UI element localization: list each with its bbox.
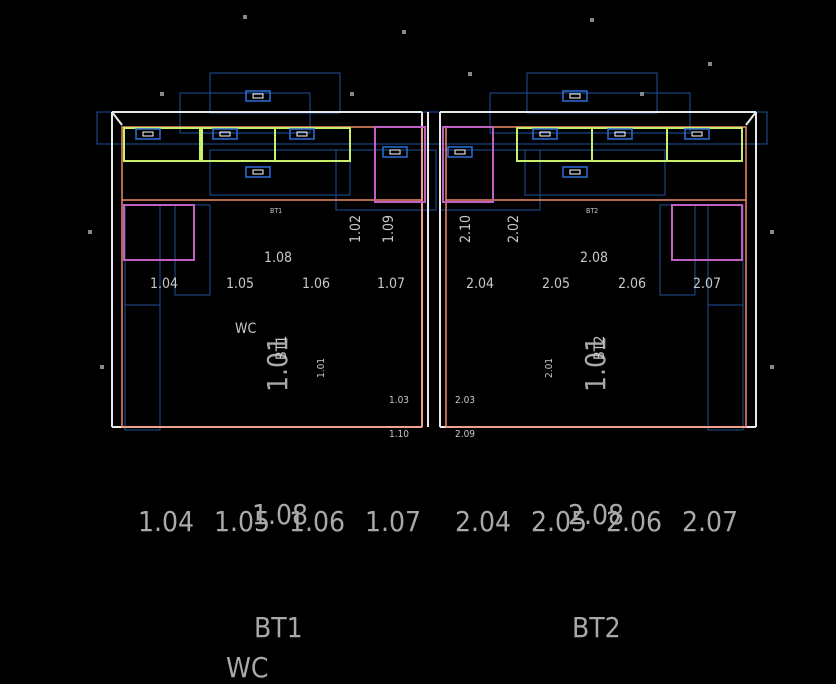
wall bbox=[745, 111, 757, 126]
marker-dot bbox=[100, 365, 104, 369]
plan-rect bbox=[524, 149, 666, 196]
room-label: 1.06 bbox=[302, 276, 330, 292]
marker-dot bbox=[770, 230, 774, 234]
fixture-icon bbox=[569, 93, 581, 99]
room-label: 2.09 bbox=[455, 429, 475, 440]
fixture-icon bbox=[289, 128, 315, 140]
room-label: 2.05 bbox=[542, 276, 570, 292]
unit-name-small: BT1 bbox=[270, 207, 282, 215]
room-label-center: 1.08 bbox=[264, 250, 292, 266]
marker-dot bbox=[243, 15, 247, 19]
fixture-icon bbox=[245, 166, 271, 178]
legend-label: 1.04 bbox=[138, 505, 194, 538]
fixture-icon bbox=[607, 128, 633, 140]
fixture-icon bbox=[614, 131, 626, 137]
room-label: 2.03 bbox=[455, 395, 475, 406]
room-label: 1.10 bbox=[389, 429, 409, 440]
counter bbox=[666, 127, 743, 162]
room-label: 2.02 bbox=[506, 215, 522, 243]
marker-dot bbox=[350, 92, 354, 96]
wall bbox=[111, 111, 123, 126]
legend-label: 2.06 bbox=[606, 505, 662, 538]
room-label: 1.09 bbox=[381, 215, 397, 243]
fixture-icon bbox=[454, 149, 466, 155]
fixture-icon bbox=[562, 166, 588, 178]
legend-label: 1.05 bbox=[214, 505, 270, 538]
counter bbox=[274, 127, 351, 162]
fixture bbox=[123, 204, 195, 261]
legend-label: 2.04 bbox=[455, 505, 511, 538]
outline-block bbox=[96, 111, 768, 145]
unit-name-rotated: BT1 bbox=[274, 336, 290, 360]
fixture-icon bbox=[389, 149, 401, 155]
room-label: 2.04 bbox=[466, 276, 494, 292]
fixture-icon bbox=[135, 128, 161, 140]
legend-label: 1.08 bbox=[252, 498, 308, 531]
legend-bt2: BT2 bbox=[572, 611, 621, 644]
plan-geometry bbox=[88, 15, 774, 431]
room-label: 2.07 bbox=[693, 276, 721, 292]
fixture-icon bbox=[539, 131, 551, 137]
plan-rect bbox=[124, 304, 161, 431]
fixture-icon bbox=[296, 131, 308, 137]
wc-label: WC bbox=[235, 321, 256, 337]
legend-label: 2.07 bbox=[682, 505, 738, 538]
room-label: 1.07 bbox=[377, 276, 405, 292]
fixture bbox=[671, 204, 743, 261]
fixture bbox=[442, 126, 494, 203]
plan-rect bbox=[174, 204, 211, 296]
marker-dot bbox=[88, 230, 92, 234]
plan-rect bbox=[707, 204, 744, 431]
plan-rect bbox=[659, 204, 696, 296]
unit-name-small: BT2 bbox=[586, 207, 598, 215]
fixture-icon bbox=[219, 131, 231, 137]
room-label: 1.04 bbox=[150, 276, 178, 292]
counter bbox=[123, 127, 203, 162]
unit-name-rotated: BT2 bbox=[592, 336, 608, 360]
room-label: 2.01 bbox=[544, 358, 555, 378]
marker-dot bbox=[402, 30, 406, 34]
room-label-rotated: 1.01 bbox=[261, 336, 294, 392]
fixture-icon bbox=[691, 131, 703, 137]
legend-label: 1.06 bbox=[289, 505, 345, 538]
fixture-icon bbox=[562, 90, 588, 102]
room-label: 1.01 bbox=[316, 358, 327, 378]
legend-label: 1.07 bbox=[365, 505, 421, 538]
room-label: 2.10 bbox=[458, 215, 474, 243]
fixture-icon bbox=[142, 131, 154, 137]
room-label: 2.06 bbox=[618, 276, 646, 292]
marker-dot bbox=[640, 92, 644, 96]
room-label: 1.03 bbox=[389, 395, 409, 406]
legend-wc: WC bbox=[226, 651, 269, 684]
fixture-icon bbox=[532, 128, 558, 140]
plan-rect bbox=[707, 304, 744, 431]
fixture-icon bbox=[569, 169, 581, 175]
plan-rect bbox=[209, 149, 351, 196]
marker-dot bbox=[708, 62, 712, 66]
plan-rect bbox=[124, 204, 161, 431]
room-label: 1.02 bbox=[348, 215, 364, 243]
room-label: 1.05 bbox=[226, 276, 254, 292]
fixture-icon bbox=[447, 146, 473, 158]
marker-dot bbox=[770, 365, 774, 369]
fixture-icon bbox=[252, 93, 264, 99]
fixture-icon bbox=[245, 90, 271, 102]
room-label-rotated: 1.01 bbox=[579, 336, 612, 392]
plan-rect bbox=[335, 149, 437, 211]
room-label-center: 2.08 bbox=[580, 250, 608, 266]
marker-dot bbox=[590, 18, 594, 22]
marker-dot bbox=[468, 72, 472, 76]
legend-bt1: BT1 bbox=[254, 611, 303, 644]
legend-label: 2.05 bbox=[531, 505, 587, 538]
fixture-icon bbox=[382, 146, 408, 158]
fixture bbox=[374, 126, 426, 203]
legend-label: 2.08 bbox=[568, 498, 624, 531]
fixture-icon bbox=[684, 128, 710, 140]
fixture-icon bbox=[252, 169, 264, 175]
marker-dot bbox=[160, 92, 164, 96]
fixture-icon bbox=[212, 128, 238, 140]
